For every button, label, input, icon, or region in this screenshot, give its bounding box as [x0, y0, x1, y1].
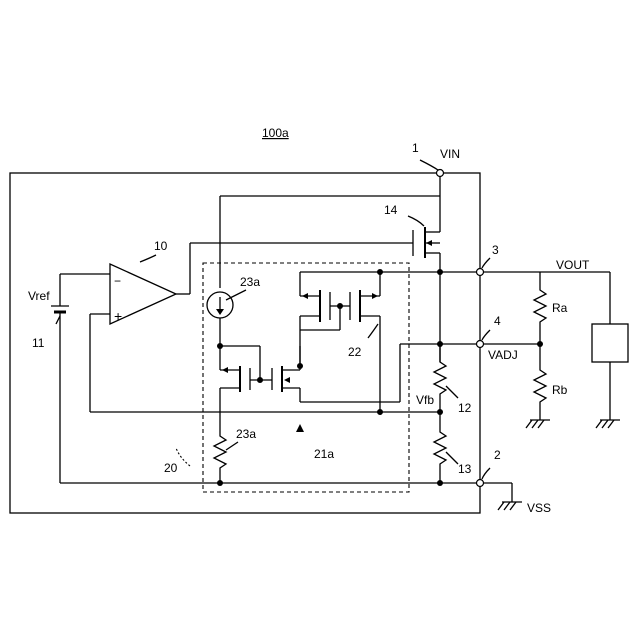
title-label: 100a [262, 126, 289, 140]
vss-rail [60, 483, 522, 510]
label-10: 10 [154, 239, 168, 253]
label-22: 22 [348, 345, 362, 359]
resistor-ra [534, 272, 546, 344]
label-1: 1 [412, 141, 419, 155]
label-minus: − [114, 274, 121, 288]
label-21a: 21a [314, 447, 334, 461]
vout-rail [300, 272, 610, 362]
label-23a-bottom: 23a [236, 427, 256, 441]
ic-package-outline [10, 173, 480, 513]
current-source-23a [207, 292, 233, 346]
label-vadj: VADJ [488, 348, 518, 362]
current-mirror-22 [300, 272, 380, 412]
label-vin: VIN [440, 147, 460, 161]
label-3: 3 [492, 243, 499, 257]
label-vss: VSS [527, 501, 551, 515]
label-rb: Rb [552, 383, 568, 397]
label-12: 12 [458, 401, 472, 415]
resistor-23a [214, 430, 226, 483]
resistor-12 [434, 344, 446, 412]
vin-rail [220, 173, 440, 288]
pmos-transistor-14 [413, 227, 440, 272]
label-2: 2 [494, 448, 501, 462]
label-vfb: Vfb [416, 393, 434, 407]
label-23a-top: 23a [240, 275, 260, 289]
label-11: 11 [32, 336, 45, 350]
label-20: 20 [164, 461, 178, 475]
vref-source-11 [51, 274, 69, 483]
label-14: 14 [384, 203, 398, 217]
resistor-13 [434, 412, 446, 483]
feedback-wire [90, 314, 440, 412]
terminal-pins [437, 170, 484, 487]
resistor-rb [526, 344, 550, 428]
labels: 100a 1 VIN 14 10 3 VOUT 23a Vref − + 11 … [28, 126, 590, 515]
label-13: 13 [458, 462, 472, 476]
load-box [592, 324, 628, 428]
label-ra: Ra [552, 301, 568, 315]
label-4: 4 [494, 314, 501, 328]
label-vout: VOUT [556, 258, 590, 272]
label-plus: + [114, 308, 122, 324]
label-vref: Vref [28, 289, 50, 303]
